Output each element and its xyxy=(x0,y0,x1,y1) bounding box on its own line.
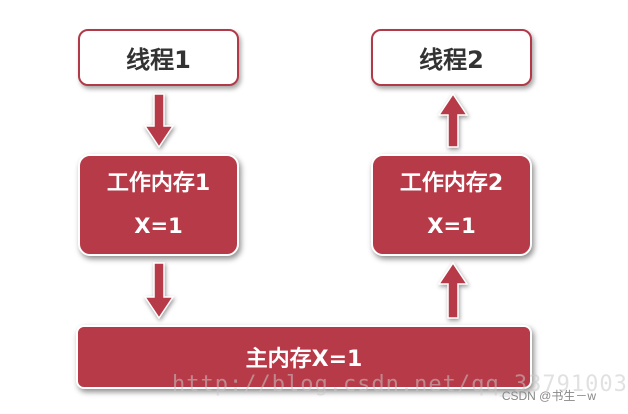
work-memory1-box: 工作内存1 X=1 xyxy=(78,154,239,256)
arrow-up-main-to-workmem2 xyxy=(437,261,469,319)
main-memory-box: 主内存X=1 xyxy=(76,325,532,389)
arrow-down-workmem1-to-main xyxy=(143,262,175,320)
arrow-up-workmem2-to-thread2 xyxy=(437,92,469,148)
thread2-label: 线程2 xyxy=(419,46,484,74)
thread2-box: 线程2 xyxy=(371,29,532,86)
work-memory2-title: 工作内存2 xyxy=(399,171,504,196)
work-memory1-value: X=1 xyxy=(134,214,183,238)
watermark-text: http://blog.csdn.net/qq_33791003 xyxy=(172,372,628,397)
thread1-label: 线程1 xyxy=(126,46,191,74)
work-memory2-value: X=1 xyxy=(427,214,476,238)
work-memory2-box: 工作内存2 X=1 xyxy=(371,154,532,256)
main-memory-label: 主内存X=1 xyxy=(245,347,363,372)
thread1-box: 线程1 xyxy=(78,29,239,86)
work-memory1-title: 工作内存1 xyxy=(106,171,211,196)
csdn-credit: CSDN @书生－w xyxy=(501,389,596,403)
arrow-down-thread1-to-workmem1 xyxy=(143,93,175,149)
